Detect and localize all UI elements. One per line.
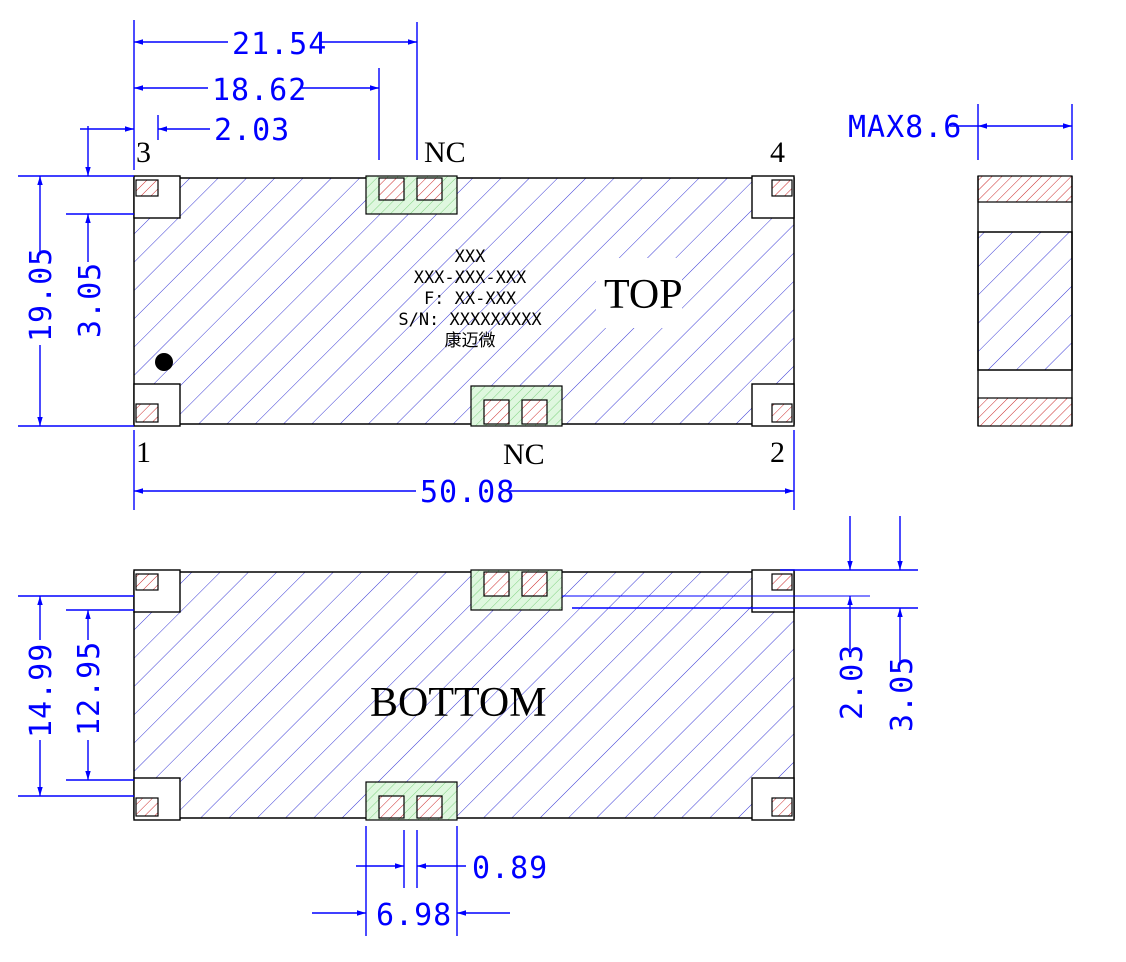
dim-21-54: 21.54 (232, 27, 327, 62)
svg-text:XXX-XXX-XXX: XXX-XXX-XXX (414, 268, 527, 288)
top-nc-pad-upper (365, 175, 458, 215)
dim-18-62: 18.62 (212, 73, 307, 108)
svg-text:康迈微: 康迈微 (445, 331, 496, 351)
dim-14-99: 14.99 (24, 643, 59, 738)
bottom-view: BOTTOM (133, 569, 870, 821)
dim-2-03-top: 2.03 (214, 113, 290, 148)
pin-3-label: 3 (136, 136, 151, 169)
dim-6-98: 6.98 (376, 898, 452, 933)
top-corner-pads (133, 175, 795, 427)
nc-bottom-label: NC (503, 438, 545, 471)
dim-2-03-right: 2.03 (835, 644, 870, 720)
pin1-dot (155, 353, 173, 371)
pad-corner (135, 179, 159, 197)
bottom-label: BOTTOM (370, 680, 547, 726)
dim-3-05-right: 3.05 (885, 656, 920, 732)
side-view: MAX8.6 (848, 104, 1073, 427)
dim-50-08: 50.08 (420, 475, 515, 510)
pad-corner (771, 403, 793, 423)
dim-max-height: MAX8.6 (848, 110, 962, 145)
top-label: TOP (604, 272, 683, 318)
nc-top-label: NC (424, 136, 466, 169)
bottom-center-pad-upper (470, 569, 563, 611)
marking-text: XXX XXX-XXX-XXX F: XX-XXX S/N: XXXXXXXXX… (398, 247, 542, 351)
dim-12-95: 12.95 (72, 641, 107, 736)
dim-3-05-left: 3.05 (73, 262, 108, 338)
top-dimensions: 21.54 18.62 2.03 19.05 3.05 50.08 (18, 20, 795, 510)
dim-19-05: 19.05 (24, 247, 59, 342)
dim-0-89: 0.89 (472, 851, 548, 886)
top-label-bg (596, 258, 682, 328)
svg-text:F: XX-XXX: F: XX-XXX (424, 289, 517, 309)
pin-4-label: 4 (770, 136, 785, 169)
bottom-center-pad-lower (365, 781, 458, 821)
pad-corner (771, 179, 793, 197)
top-view: TOP XXX XXX-XXX-XXX F: XX-XXX S/N: XXXXX… (133, 136, 795, 471)
pad-corner (135, 403, 159, 423)
pin-1-label: 1 (136, 436, 151, 469)
bottom-dimensions: 14.99 12.95 2.03 3.05 0.89 6.98 (18, 516, 920, 936)
pin-2-label: 2 (770, 436, 785, 469)
svg-text:XXX: XXX (455, 247, 486, 267)
svg-text:S/N: XXXXXXXXX: S/N: XXXXXXXXX (398, 310, 542, 330)
top-nc-pad-lower (470, 385, 563, 427)
